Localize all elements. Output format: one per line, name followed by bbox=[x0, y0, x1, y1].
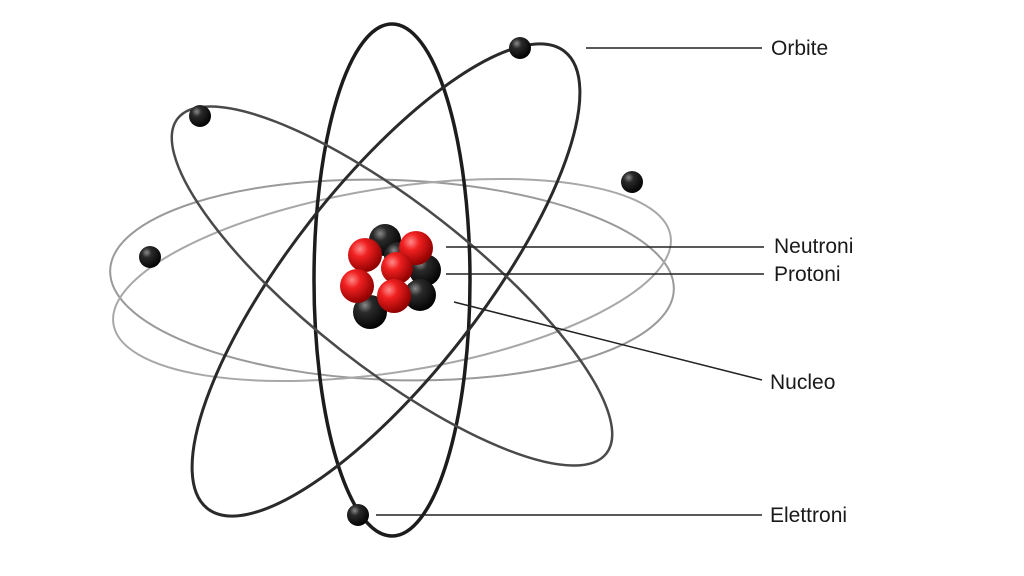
nucleus bbox=[340, 224, 441, 329]
orbit-vertical bbox=[312, 22, 472, 538]
proton bbox=[340, 269, 374, 303]
proton bbox=[381, 252, 413, 284]
electron bbox=[509, 37, 531, 59]
orbit-diagonal-left bbox=[190, 42, 582, 518]
label-nucleus: Nucleo bbox=[770, 371, 836, 394]
proton bbox=[377, 279, 411, 313]
electron bbox=[189, 105, 211, 127]
neutron bbox=[404, 279, 436, 311]
neutron bbox=[353, 295, 387, 329]
electron bbox=[139, 246, 161, 268]
orbit-horizontal-back bbox=[109, 178, 675, 382]
proton bbox=[348, 238, 382, 272]
orbits bbox=[109, 22, 675, 538]
electron bbox=[621, 171, 643, 193]
leader-line-nucleus bbox=[453, 301, 763, 381]
label-protons: Protoni bbox=[774, 263, 841, 286]
label-electrons: Elettroni bbox=[770, 504, 848, 527]
orbit-horizontal-front bbox=[112, 177, 672, 383]
leader-lines bbox=[376, 47, 764, 516]
label-orbits: Orbite bbox=[771, 37, 829, 60]
orbit-diagonal-right bbox=[170, 105, 614, 467]
electron bbox=[347, 504, 369, 526]
electrons bbox=[139, 37, 643, 526]
label-neutrons: Neutroni bbox=[774, 235, 854, 258]
